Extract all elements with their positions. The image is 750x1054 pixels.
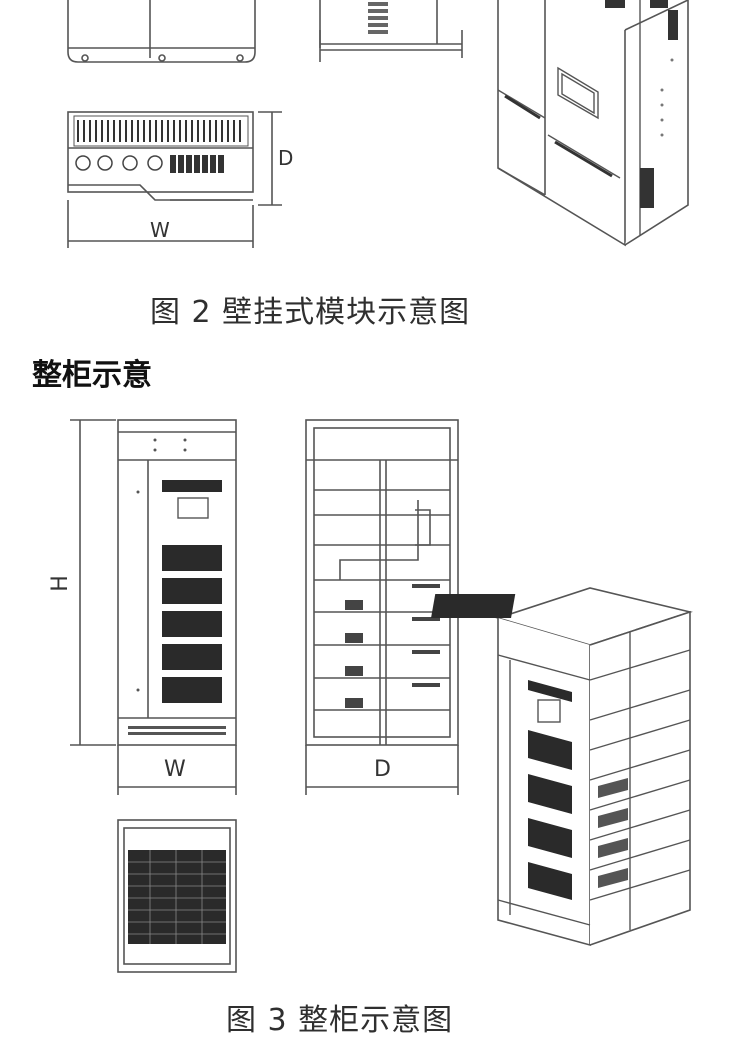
- figure2-caption: 图 2 壁挂式模块示意图: [150, 295, 471, 330]
- figure3-caption: 图 3 整柜示意图: [226, 1003, 454, 1038]
- fig3-width-label: W: [164, 757, 186, 782]
- fig3-height-label: H: [47, 575, 73, 592]
- fig2-depth-label: D: [278, 146, 294, 170]
- fig3-depth-label: D: [374, 757, 391, 782]
- fig2-width-label: W: [150, 218, 170, 242]
- section-title: 整柜示意: [32, 358, 152, 393]
